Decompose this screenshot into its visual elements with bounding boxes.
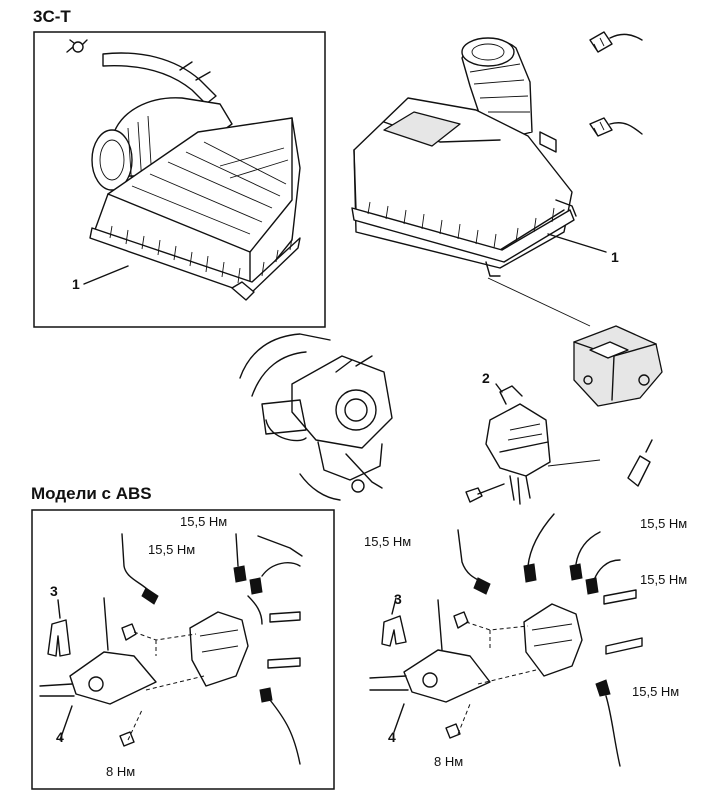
torque-right-a: 15,5 Нм bbox=[364, 534, 411, 549]
leader-1-right bbox=[547, 233, 607, 253]
connection-line bbox=[487, 277, 591, 327]
breather-hose bbox=[102, 52, 217, 105]
stud-upper bbox=[269, 611, 301, 623]
access-cover-right bbox=[383, 111, 461, 147]
stud-right-lower bbox=[605, 637, 643, 655]
leader-3 bbox=[57, 599, 61, 619]
torque-abs-b: 15,5 Нм bbox=[180, 514, 227, 529]
inset-3ct-frame bbox=[33, 31, 326, 328]
stud-lower bbox=[267, 657, 301, 669]
callout-3-right: 3 bbox=[394, 591, 402, 607]
inset-abs bbox=[31, 509, 335, 790]
small-connector bbox=[627, 455, 651, 487]
label-3ct: 3C-T bbox=[33, 7, 71, 26]
stud-right-upper bbox=[603, 589, 637, 605]
duct-mouth-right bbox=[461, 37, 515, 67]
duct-outlet bbox=[91, 129, 133, 191]
leader-1-left bbox=[83, 265, 129, 285]
bracket-part-4 bbox=[69, 651, 157, 705]
throttle-body-assembly bbox=[239, 333, 393, 501]
callout-3-left: 3 bbox=[50, 583, 58, 599]
torque-right-nut: 8 Нм bbox=[434, 754, 463, 769]
torque-right-c: 15,5 Нм bbox=[640, 572, 687, 587]
torque-abs-a: 15,5 Нм bbox=[148, 542, 195, 557]
control-module bbox=[573, 325, 663, 407]
abs-actuator-right bbox=[369, 513, 643, 767]
sensor-plug-upper bbox=[589, 31, 643, 53]
part-2-assembly bbox=[465, 383, 653, 505]
nut-lower bbox=[119, 731, 135, 747]
throttle-bore bbox=[335, 389, 377, 431]
air-cleaner-flange-right bbox=[351, 207, 575, 263]
callout-4-left: 4 bbox=[56, 729, 64, 745]
callout-1-right: 1 bbox=[611, 249, 619, 265]
callout-2: 2 bbox=[482, 370, 490, 386]
callout-4-right: 4 bbox=[388, 729, 396, 745]
inset-3ct: 1 bbox=[33, 31, 326, 328]
air-cleaner-right: 1 bbox=[351, 37, 619, 277]
inset-abs-frame bbox=[31, 509, 335, 790]
leader-4 bbox=[59, 705, 73, 741]
label-abs-models: Модели с ABS bbox=[31, 484, 152, 503]
sensor-plug-lower bbox=[589, 117, 643, 137]
torque-abs-nut: 8 Нм bbox=[106, 764, 135, 779]
torque-right-b: 15,5 Нм bbox=[640, 516, 687, 531]
brake-pipe-b bbox=[235, 533, 239, 567]
pipe-fitting-a bbox=[141, 587, 159, 605]
clip-part-3 bbox=[47, 619, 71, 657]
torque-right-d: 15,5 Нм bbox=[632, 684, 679, 699]
callout-1-left: 1 bbox=[72, 276, 80, 292]
hose-clamp-icon bbox=[66, 39, 88, 53]
brake-pipe-a bbox=[121, 533, 149, 591]
leader-2 bbox=[495, 383, 503, 393]
nut-upper bbox=[121, 623, 137, 641]
